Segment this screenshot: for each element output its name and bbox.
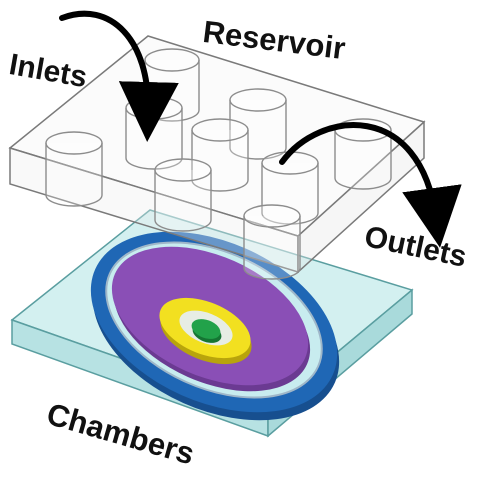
ring-gap-rim: [105, 241, 323, 399]
well: [261, 151, 319, 225]
outlet-arrow: [279, 122, 462, 248]
reservoir-layer: [8, 35, 426, 274]
inlet-arrow: [59, 10, 179, 142]
well: [154, 158, 212, 232]
well: [125, 96, 183, 170]
green-center: [191, 319, 221, 339]
reservoir-side: [297, 120, 425, 274]
well: [45, 131, 103, 207]
well: [229, 88, 287, 160]
chamber-layer: [10, 209, 414, 438]
well: [243, 204, 301, 280]
